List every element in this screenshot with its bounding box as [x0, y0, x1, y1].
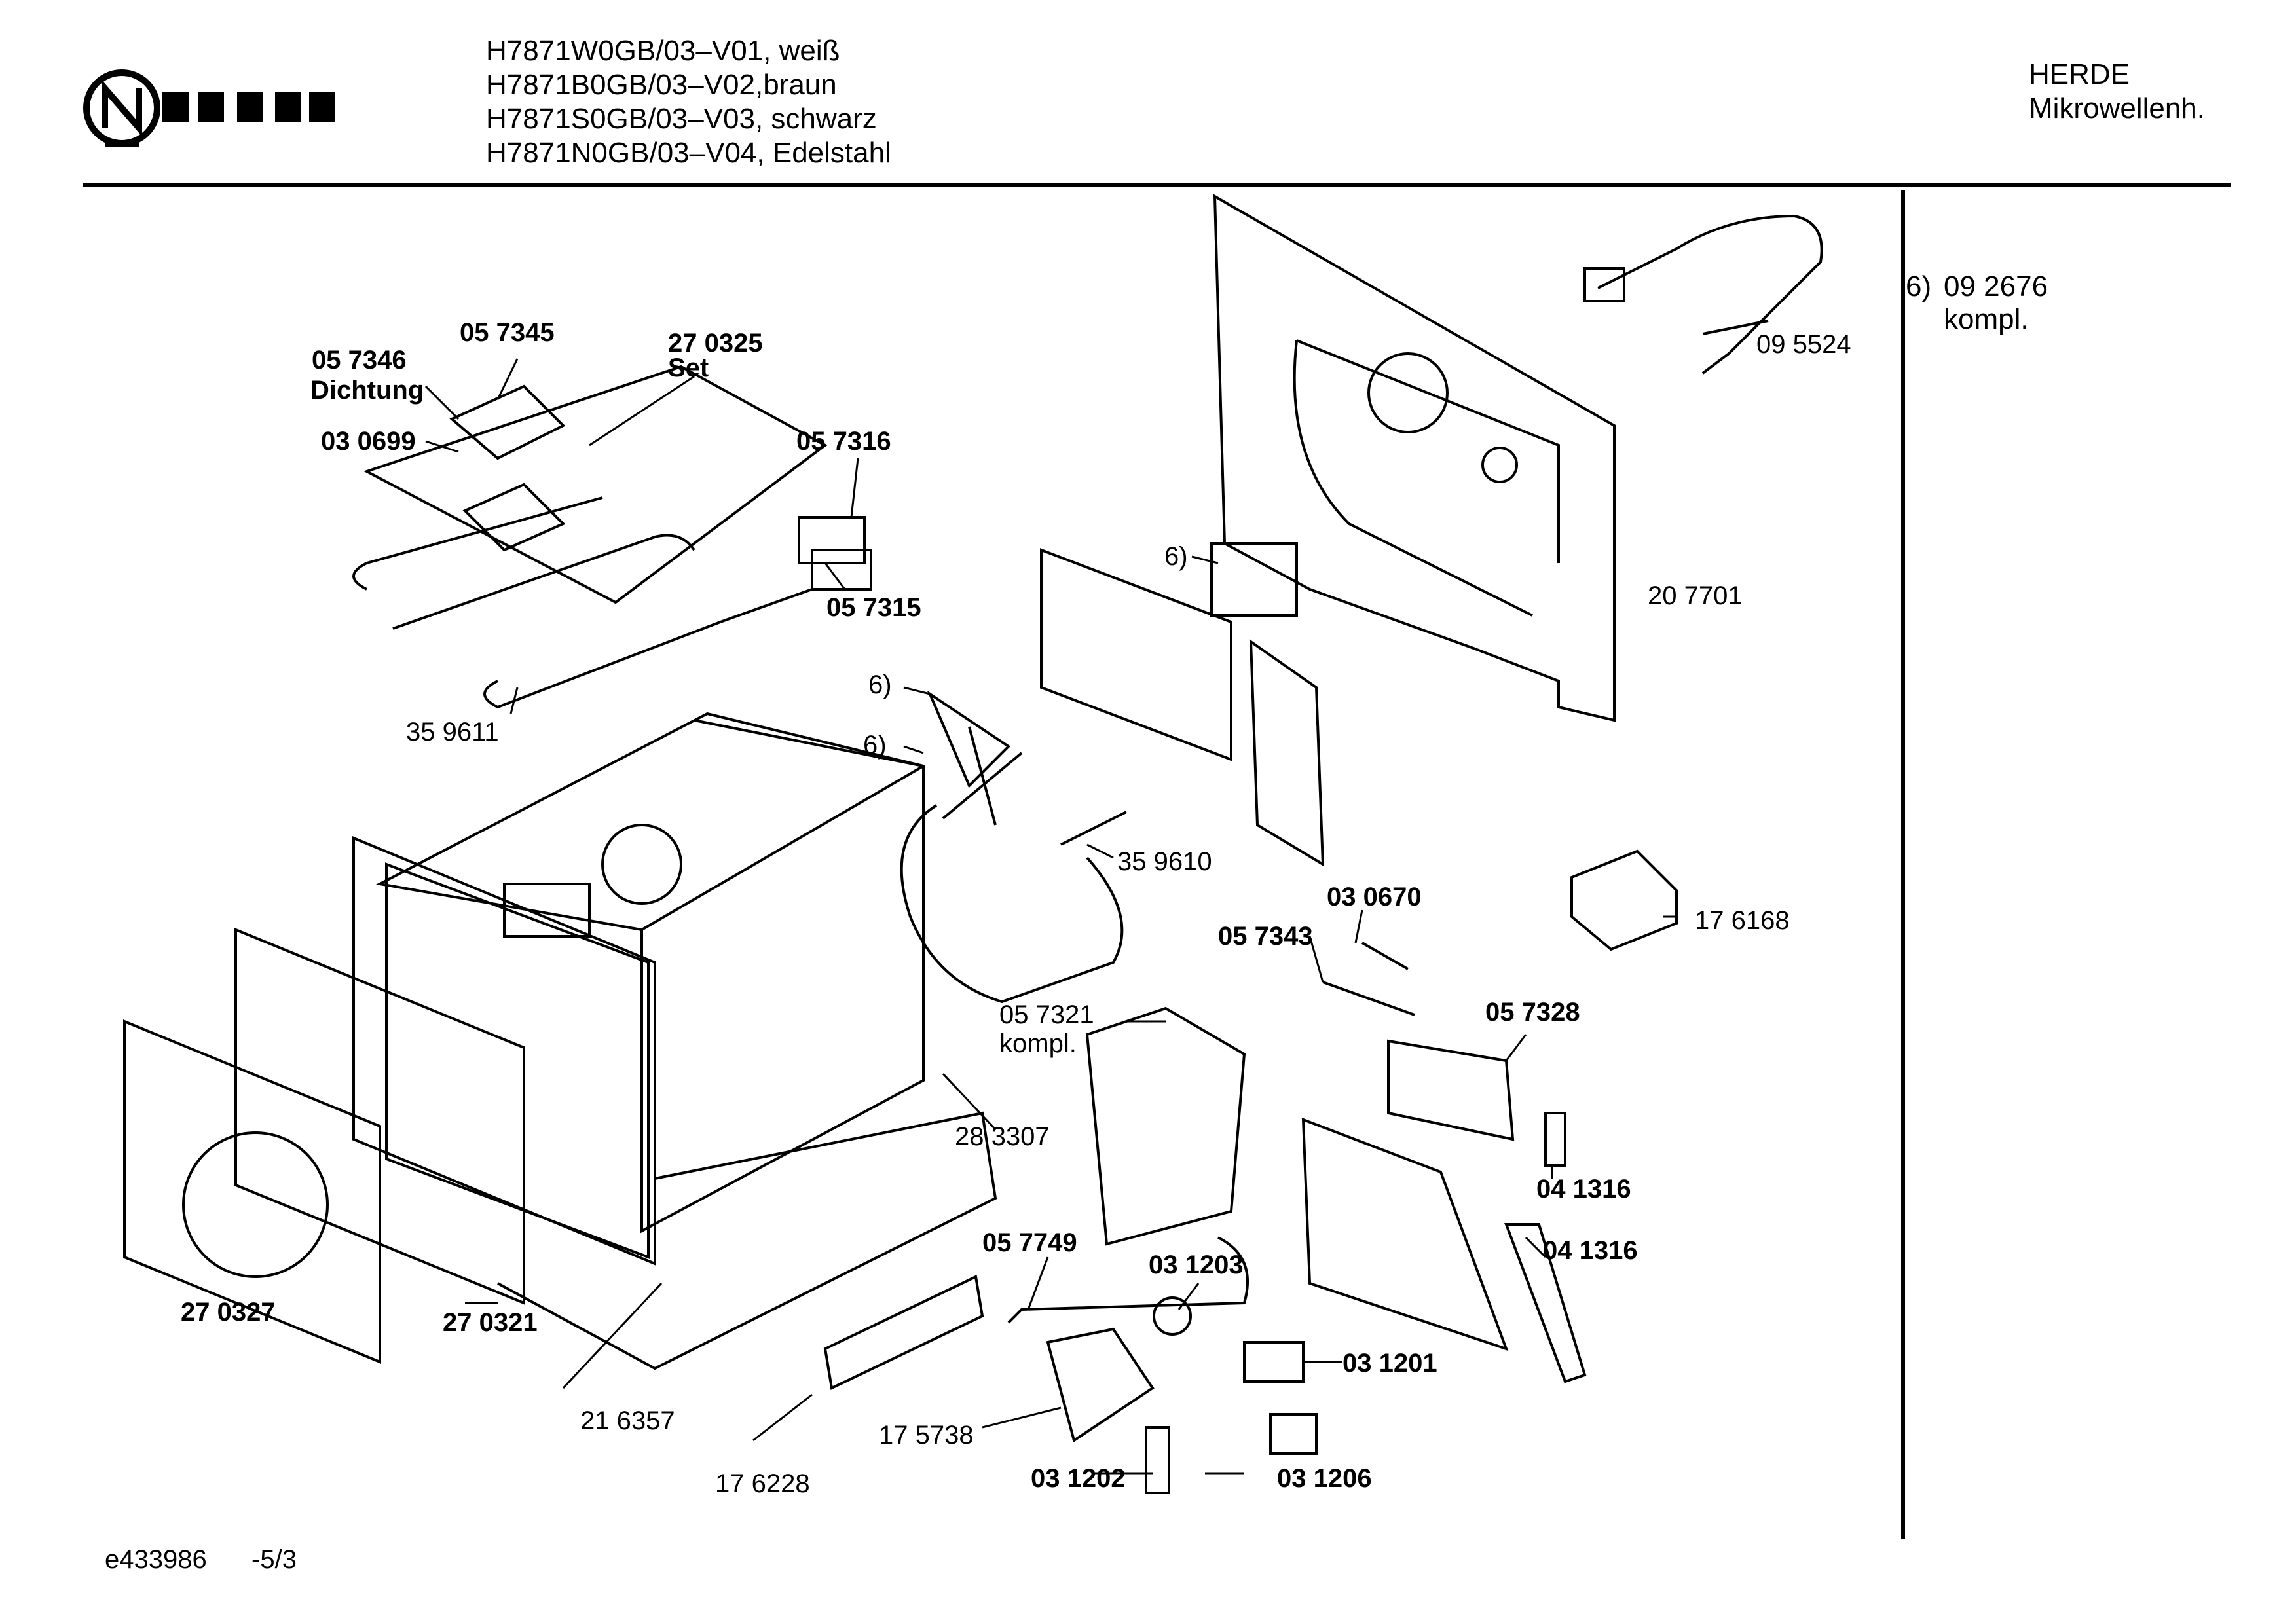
category-block: HERDE Mikrowellenh. [2029, 58, 2205, 126]
model-line-4: H7871N0GB/03–V04, Edelstahl [486, 137, 891, 169]
side-note-part: 09 2676 [1944, 270, 2048, 302]
spring [1322, 942, 1415, 1016]
part-057343: 05 7343 [1218, 922, 1313, 951]
top-plate [352, 365, 872, 709]
seal-label: Dichtung [310, 376, 424, 405]
part-057749: 05 7749 [982, 1228, 1077, 1257]
part-207701: 20 7701 [1648, 581, 1743, 610]
part-057345: 05 7345 [460, 318, 555, 347]
side-note-ref: 6) [1906, 270, 1932, 302]
support-rail [1504, 1223, 1587, 1383]
page-number: -5/3 [251, 1545, 297, 1574]
latch [1145, 1426, 1170, 1494]
door-frames [123, 836, 656, 1364]
base-tray [823, 1275, 984, 1390]
part-031206: 03 1206 [1277, 1464, 1372, 1493]
set-label: Set [668, 354, 709, 382]
part-030670: 03 0670 [1327, 883, 1422, 911]
model-line-1: H7871W0GB/03–V01, weiß [486, 35, 840, 67]
part-031201: 03 1201 [1342, 1349, 1437, 1378]
ref-6-fan: 6) [868, 670, 892, 699]
part-176168: 17 6168 [1695, 906, 1790, 935]
transformer [1570, 849, 1678, 951]
neff-logo [83, 69, 335, 147]
part-041316-b: 04 1316 [1543, 1236, 1638, 1265]
category-line-1: HERDE [2029, 58, 2130, 90]
side-panel [1301, 1118, 1509, 1351]
lamp [1153, 1296, 1192, 1336]
oven-cavity [375, 712, 997, 1370]
part-057315: 05 7315 [826, 593, 921, 622]
switch-assembly [1046, 1327, 1155, 1443]
motor [1210, 542, 1298, 617]
part-031203: 03 1203 [1149, 1251, 1244, 1279]
part-175738: 17 5738 [879, 1421, 974, 1450]
part-057346: 05 7346 [312, 346, 407, 375]
part-031202: 03 1202 [1031, 1464, 1126, 1493]
part-216357: 21 6357 [580, 1406, 675, 1435]
power-cable [1583, 214, 1823, 375]
part-270321: 27 0321 [443, 1308, 538, 1337]
document-id: e433986 [105, 1545, 207, 1574]
air-duct [1249, 639, 1325, 867]
part-359611: 35 9611 [406, 718, 499, 746]
fan [927, 690, 1023, 826]
side-note-desc: kompl. [1944, 303, 2029, 335]
leader-lines [424, 339, 1743, 1475]
part-030699: 03 0699 [321, 427, 416, 456]
part-270325: 27 0325 [668, 329, 763, 357]
model-line-3: H7871S0GB/03–V03, schwarz [486, 103, 877, 135]
switch [1243, 1341, 1305, 1383]
ref-6-nut: 6) [863, 731, 887, 760]
back-panel [1213, 194, 1616, 722]
part-283307: 28 3307 [955, 1122, 1050, 1151]
model-line-2: H7871B0GB/03–V02,braun [486, 69, 837, 101]
ref-6-motor: 6) [1164, 542, 1188, 571]
hinge-bracket [1387, 1039, 1515, 1141]
thermostat-wire [1007, 1236, 1249, 1324]
sensor [1269, 1413, 1318, 1455]
model-list: H7871W0GB/03–V01, weiß H7871B0GB/03–V02,… [486, 34, 891, 170]
part-057328: 05 7328 [1485, 998, 1580, 1027]
part-041316-a: 04 1316 [1536, 1175, 1631, 1203]
part-359610: 35 9610 [1117, 847, 1212, 876]
control-bracket [1085, 1006, 1246, 1246]
part-057321: 05 7321 [999, 1000, 1094, 1029]
rear-heater [900, 804, 1127, 1004]
category-line-2: Mikrowellenh. [2029, 92, 2205, 124]
motor-plate [1040, 548, 1232, 761]
part-270327: 27 0327 [181, 1298, 276, 1327]
part-057316: 05 7316 [796, 427, 891, 456]
part-176228: 17 6228 [715, 1469, 810, 1498]
kompl-label: kompl. [999, 1029, 1077, 1058]
small-bar [1544, 1112, 1566, 1167]
part-095524: 09 5524 [1756, 330, 1851, 359]
